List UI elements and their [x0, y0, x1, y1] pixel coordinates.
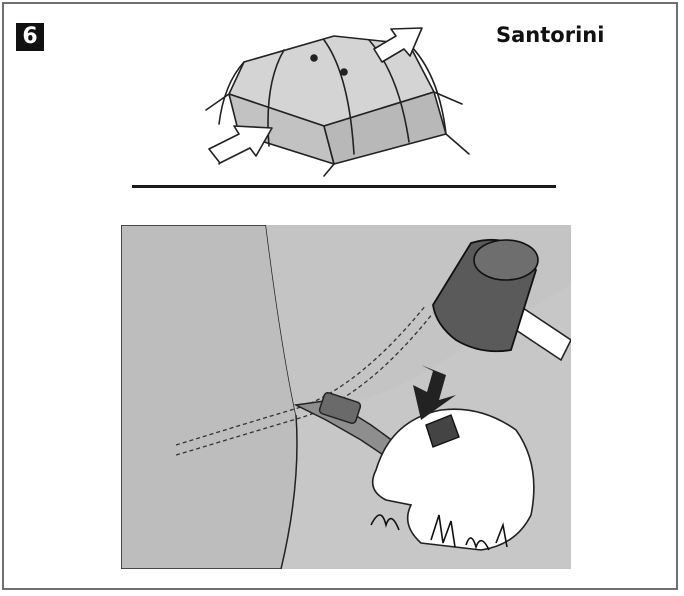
section-divider [132, 185, 556, 188]
product-name: Santorini [496, 23, 605, 47]
instruction-panel: 6 Santorini [2, 2, 678, 590]
step-number-badge: 6 [16, 23, 44, 51]
mallet-driving-peg-icon [121, 225, 571, 569]
tent-with-arrows-icon [205, 27, 470, 177]
